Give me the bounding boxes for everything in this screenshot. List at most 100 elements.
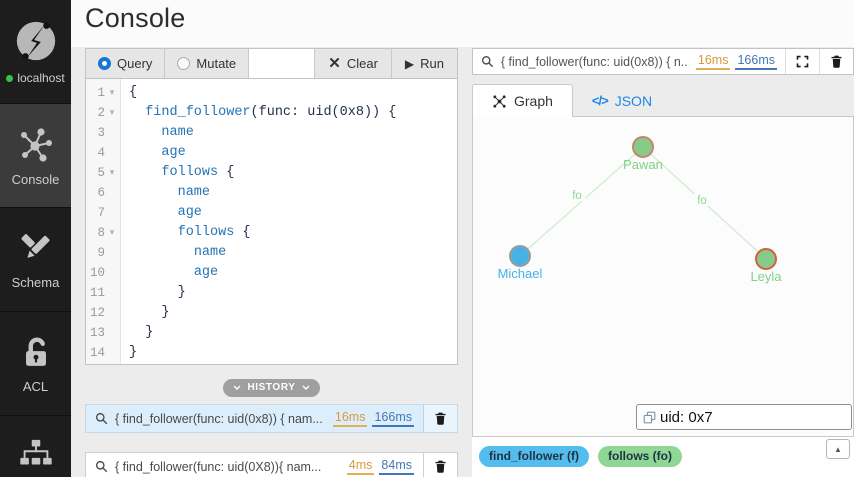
chevron-down-icon bbox=[233, 385, 241, 390]
history-timings: 16ms 166ms bbox=[332, 410, 414, 427]
line-number: 8 bbox=[97, 226, 105, 240]
fold-arrow-icon[interactable]: ▾ bbox=[109, 108, 115, 118]
graph-legend: find_follower (f) follows (fo) ▲ bbox=[472, 437, 854, 477]
line-number: 3 bbox=[97, 126, 105, 140]
sidebar-item-schema[interactable]: Schema bbox=[0, 208, 71, 312]
code-line[interactable]: 6 name bbox=[86, 183, 457, 203]
org-chart-icon bbox=[17, 437, 55, 475]
mutate-mode-radio[interactable]: Mutate bbox=[165, 49, 250, 78]
code-brackets-icon: </> bbox=[591, 93, 609, 108]
code-line[interactable]: 9 name bbox=[86, 243, 457, 263]
legend-pill-find-follower: find_follower (f) bbox=[479, 446, 589, 467]
line-number: 1 bbox=[97, 86, 105, 100]
graph-node[interactable] bbox=[509, 245, 531, 267]
connected-status-icon bbox=[6, 74, 14, 82]
code-line[interactable]: 11 } bbox=[86, 283, 457, 303]
gutter-cell: 6 bbox=[86, 183, 120, 203]
play-icon: ▶ bbox=[404, 56, 415, 71]
clear-button[interactable]: ✕ Clear bbox=[328, 55, 378, 72]
fold-arrow-icon[interactable]: ▾ bbox=[109, 88, 115, 98]
history-entry-button[interactable]: { find_follower(func: uid(0X8)){ nam... … bbox=[86, 453, 423, 477]
delete-history-button[interactable] bbox=[423, 453, 457, 477]
history-entry-button[interactable]: { find_follower(func: uid(0x8)) { nam...… bbox=[86, 405, 423, 432]
sidebar-item-label: Schema bbox=[11, 274, 60, 290]
graph-edge-label: fo bbox=[697, 195, 707, 207]
fold-arrow-icon[interactable]: ▾ bbox=[109, 228, 115, 238]
code-line[interactable]: 5▾ follows { bbox=[86, 163, 457, 183]
server-latency-badge: 16ms bbox=[695, 53, 731, 70]
tab-graph[interactable]: Graph bbox=[472, 84, 573, 117]
fold-arrow-icon[interactable]: ▾ bbox=[109, 168, 115, 178]
radio-unselected-icon bbox=[177, 57, 191, 70]
sidebar-item-label: Console bbox=[11, 171, 60, 187]
sidebar-item-explorer[interactable]: Explorerβ bbox=[0, 416, 71, 477]
result-query-bar: { find_follower(func: uid(0x8)) { n... 1… bbox=[472, 48, 854, 75]
query-editor[interactable]: 1▾{2▾ find_follower(func: uid(0x8)) {3 n… bbox=[85, 78, 458, 365]
delete-history-button[interactable] bbox=[423, 405, 457, 432]
total-latency-badge: 166ms bbox=[372, 410, 414, 427]
code-text: name bbox=[193, 245, 227, 260]
line-number: 13 bbox=[89, 326, 105, 340]
line-number: 7 bbox=[97, 206, 105, 220]
line-number: 2 bbox=[97, 106, 105, 120]
schema-pencils-icon bbox=[17, 230, 55, 268]
history-timings: 4ms 84ms bbox=[346, 458, 414, 475]
node-tooltip: uid: 0x7 bbox=[636, 404, 852, 430]
result-query-text: { find_follower(func: uid(0x8)) { n... bbox=[500, 54, 689, 69]
code-text: } bbox=[129, 325, 154, 340]
sidebar: localhost Console Schema bbox=[0, 0, 71, 477]
sidebar-item-acl[interactable]: ACL bbox=[0, 312, 71, 416]
trash-icon bbox=[435, 460, 446, 473]
code-line[interactable]: 4 age bbox=[86, 143, 457, 163]
code-line[interactable]: 7 age bbox=[86, 203, 457, 223]
collapse-legend-button[interactable]: ▲ bbox=[826, 439, 850, 459]
code-line[interactable]: 1▾{ bbox=[86, 83, 457, 103]
page-title: Console bbox=[85, 3, 186, 33]
code-line[interactable]: 14} bbox=[86, 343, 457, 363]
query-mode-label: Query bbox=[117, 56, 153, 71]
gutter-cell: 10 bbox=[86, 263, 120, 283]
dgraph-logo-icon bbox=[13, 18, 59, 64]
line-number: 11 bbox=[89, 286, 105, 300]
result-query-summary[interactable]: { find_follower(func: uid(0x8)) { n... 1… bbox=[473, 49, 785, 74]
code-line[interactable]: 2▾ find_follower(func: uid(0x8)) { bbox=[86, 103, 457, 123]
sidebar-item-label: ACL bbox=[22, 378, 49, 394]
code-line[interactable]: 8▾ follows { bbox=[86, 223, 457, 243]
gutter-cell: 4 bbox=[86, 143, 120, 163]
server-latency-badge: 16ms bbox=[332, 410, 368, 427]
tab-json[interactable]: </> JSON bbox=[591, 92, 653, 109]
trash-icon bbox=[435, 412, 446, 425]
history-toggle-container: HISTORY bbox=[85, 379, 458, 397]
graph-node[interactable] bbox=[632, 136, 654, 158]
code-line[interactable]: 13 } bbox=[86, 323, 457, 343]
fullscreen-button[interactable] bbox=[785, 49, 819, 74]
close-result-button[interactable] bbox=[819, 49, 853, 74]
line-number: 6 bbox=[97, 186, 105, 200]
graph-node-label: Pawan bbox=[623, 157, 663, 172]
total-latency-badge: 84ms bbox=[379, 458, 414, 475]
code-line[interactable]: 12 } bbox=[86, 303, 457, 323]
code-line[interactable]: 3 name bbox=[86, 123, 457, 143]
edge-label-bg bbox=[694, 194, 710, 206]
query-mode-radio[interactable]: Query bbox=[86, 49, 166, 78]
code-line[interactable]: 10 age bbox=[86, 263, 457, 283]
history-entry: { find_follower(func: uid(0X8)){ nam... … bbox=[85, 452, 458, 477]
graph-edge[interactable] bbox=[519, 146, 644, 257]
gutter-cell: 1▾ bbox=[86, 83, 120, 103]
code-text: } bbox=[129, 345, 138, 360]
code-text: age bbox=[177, 205, 202, 220]
header-strip bbox=[71, 0, 854, 47]
toolbar-spacer bbox=[249, 49, 316, 78]
code-text: name bbox=[161, 125, 194, 140]
graph-node[interactable] bbox=[755, 248, 777, 270]
sidebar-server-item[interactable]: localhost bbox=[0, 0, 71, 104]
code-text: { bbox=[129, 85, 138, 100]
total-latency-badge: 166ms bbox=[735, 53, 777, 70]
history-toggle-button[interactable]: HISTORY bbox=[223, 379, 320, 397]
search-icon bbox=[481, 56, 494, 68]
run-button[interactable]: ▶ Run bbox=[390, 49, 457, 78]
line-number: 5 bbox=[97, 166, 105, 180]
sidebar-item-console[interactable]: Console bbox=[0, 104, 71, 208]
